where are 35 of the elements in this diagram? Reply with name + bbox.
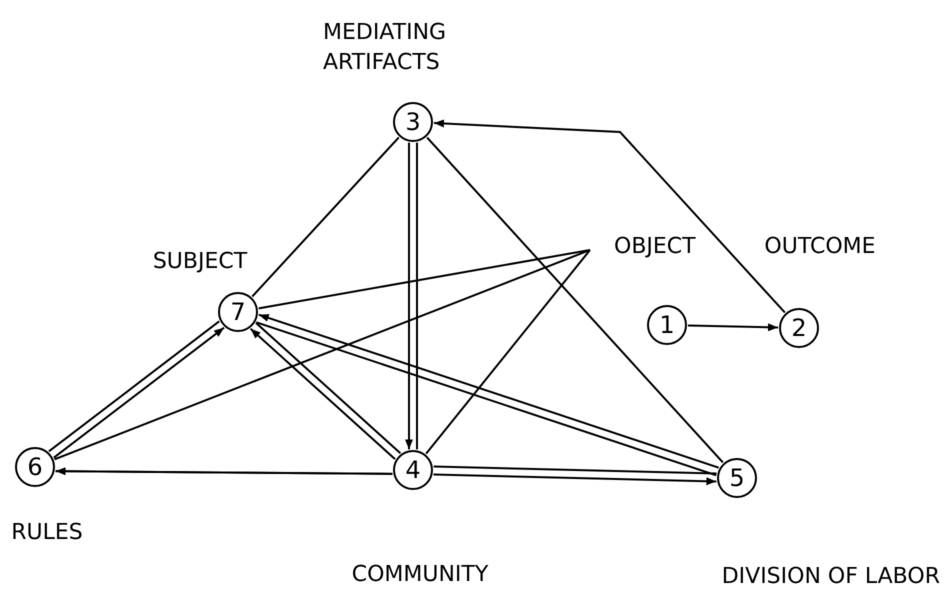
node-label: COMMUNITY [352, 561, 488, 589]
connector-line [416, 142, 418, 450]
node-number: 7 [230, 300, 246, 324]
node-number: 6 [27, 455, 43, 479]
node-number: 3 [405, 110, 421, 134]
node-number: 5 [729, 466, 745, 490]
connector-line [255, 322, 402, 454]
connector-line [425, 249, 591, 454]
node-label: RULES [11, 519, 83, 547]
node-label: SUBJECT [152, 248, 248, 276]
arrow [688, 323, 778, 332]
node-circle [218, 292, 258, 332]
connector-line [426, 136, 724, 464]
node-label: OBJECT [614, 233, 696, 261]
connector-line [251, 136, 400, 298]
node-label: MEDIATING ARTIFACTS [323, 19, 448, 77]
arrow [405, 142, 413, 450]
node-number: 4 [405, 458, 421, 482]
arrow [250, 328, 396, 460]
node-circle [393, 450, 433, 490]
node-label: OUTCOME [764, 233, 876, 261]
node-number: 2 [791, 316, 807, 340]
node-number: 1 [659, 313, 675, 337]
connector-line [434, 466, 717, 474]
node-circle [647, 305, 687, 345]
connector-line [54, 249, 590, 460]
arrow [434, 120, 786, 314]
connector-line [258, 249, 590, 310]
node-circle [15, 447, 55, 487]
node-label: DIVISION OF LABOR [722, 563, 940, 591]
connector-line [56, 470, 392, 475]
node-circle [779, 308, 819, 348]
arrow [433, 474, 716, 486]
node-circle [393, 102, 433, 142]
node-circle [717, 458, 757, 498]
